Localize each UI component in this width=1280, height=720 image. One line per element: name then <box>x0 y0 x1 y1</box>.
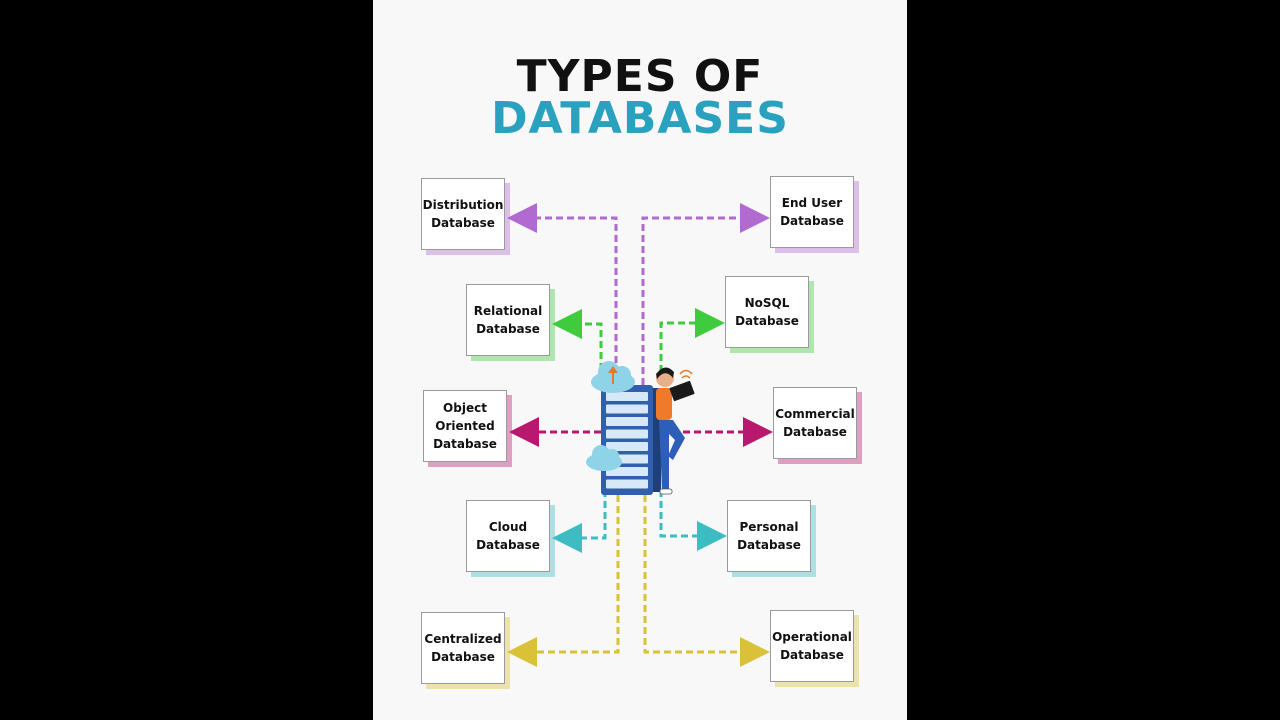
rack-slot <box>606 479 648 489</box>
title-line-2: DATABASES <box>491 93 789 144</box>
node-object-oriented: Object Oriented Database <box>423 390 507 462</box>
title-line-1: TYPES OF <box>516 51 764 102</box>
person-with-laptop-icon <box>656 367 695 495</box>
rack-slot <box>606 467 648 476</box>
node-commercial: Commercial Database <box>773 387 857 459</box>
connector-distribution <box>507 203 618 385</box>
rack-slot <box>606 429 648 439</box>
node-label-centralized: Centralized Database <box>424 632 502 664</box>
node-centralized: Centralized Database <box>421 612 505 684</box>
node-label-commercial: Commercial Database <box>775 407 855 439</box>
connector-cloud <box>552 490 607 553</box>
node-operational: Operational Database <box>770 610 854 682</box>
node-relational: Relational Database <box>466 284 550 356</box>
infographic-panel: TYPES OF DATABASES <box>373 0 907 720</box>
connector-end-user <box>641 203 770 385</box>
node-label-personal: Personal Database <box>737 520 801 552</box>
connector-diagram <box>507 203 773 667</box>
node-distribution: Distribution Database <box>421 178 505 250</box>
node-label-distribution: Distribution Database <box>422 198 504 230</box>
server-rack-with-person-icon <box>586 361 695 495</box>
connector-personal <box>659 490 727 551</box>
node-label-relational: Relational Database <box>473 304 543 336</box>
connectors-group <box>507 203 773 667</box>
server-rack <box>601 385 653 495</box>
node-label-end-user: End User Database <box>780 196 844 228</box>
node-label-cloud: Cloud Database <box>476 520 540 552</box>
connector-relational <box>552 309 603 370</box>
rack-slot <box>606 417 648 426</box>
node-label-operational: Operational Database <box>772 630 852 662</box>
node-end-user: End User Database <box>770 176 854 248</box>
rack-slot <box>606 392 648 401</box>
rack-slot <box>606 442 648 451</box>
connector-centralized <box>507 495 620 667</box>
node-personal: Personal Database <box>727 500 811 572</box>
connector-operational <box>643 495 770 667</box>
cloud-icon <box>586 445 622 471</box>
node-label-nosql: NoSQL Database <box>735 296 799 328</box>
node-nosql: NoSQL Database <box>725 276 809 348</box>
connector-nosql <box>659 308 725 372</box>
rack-slot <box>606 404 648 414</box>
upload-cloud-icon <box>591 361 635 393</box>
node-label-object-oriented: Object Oriented Database <box>433 401 497 451</box>
node-cloud: Cloud Database <box>466 500 550 572</box>
